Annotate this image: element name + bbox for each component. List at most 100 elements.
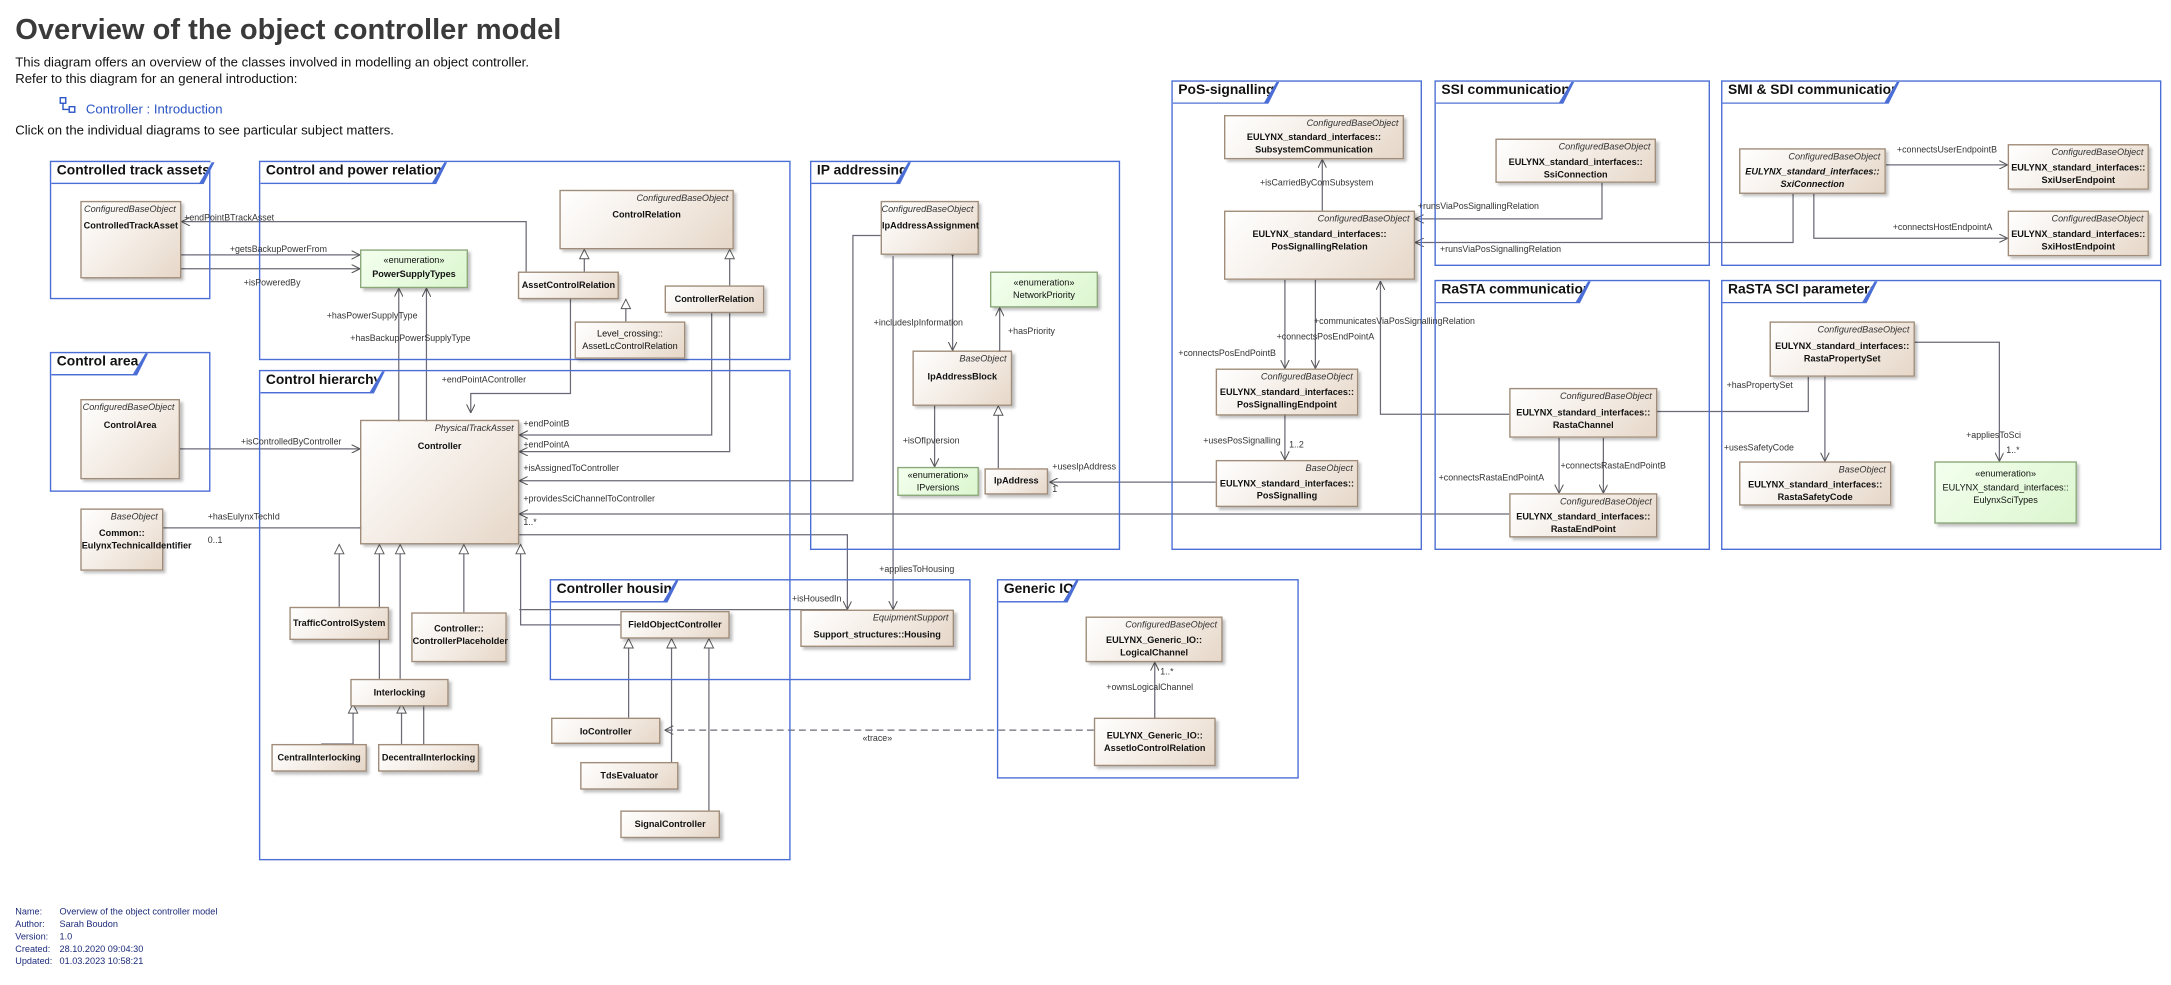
class-rasta-end-point[interactable]: ConfiguredBaseObject EULYNX_standard_int… (1509, 493, 1658, 538)
frame-generic-io[interactable]: Generic IO (996, 579, 1299, 779)
label-endpointacontroller: +endPointAController (441, 375, 527, 386)
class-logical-channel[interactable]: ConfiguredBaseObject EULYNX_Generic_IO::… (1085, 616, 1223, 663)
intro-text: This diagram offers an overview of the c… (15, 55, 529, 71)
frame-control-area[interactable]: Control area (49, 351, 211, 492)
frame-ip-addressing[interactable]: IP addressing (809, 160, 1121, 551)
class-housing[interactable]: EquipmentSupport Support_structures::Hou… (800, 609, 954, 647)
class-common-eulynx-technical-identifier[interactable]: BaseObject Common:: EulynxTechnicalIdent… (80, 508, 192, 571)
frame-control-hierarchy[interactable]: Control hierarchy (258, 369, 791, 861)
class-eulynx-sci-types[interactable]: «enumeration» EULYNX_standard_interfaces… (1934, 461, 2077, 524)
label-getsbackuppowerfrom: +getsBackupPowerFrom (229, 245, 327, 255)
label-usessafetycode: +usesSafetyCode (1723, 443, 1794, 454)
label-endpointb-trackasset: +endPointBTrackAsset (184, 213, 275, 224)
frame-pos-signalling[interactable]: PoS-signalling (1171, 80, 1422, 551)
label-appliestosci: +appliesToSci (1966, 430, 2021, 441)
label-trace: «trace» (862, 734, 893, 744)
label-connectsposendpointb: +connectsPosEndPointB (1178, 349, 1276, 359)
label-connectsrastaendpointa: +connectsRastaEndPointA (1438, 473, 1545, 484)
class-controller-relation[interactable]: ControllerRelation (664, 285, 765, 314)
label-includesipinformation: +includesIpInformation (873, 318, 963, 329)
class-asset-control-relation[interactable]: AssetControlRelation (517, 271, 619, 300)
label-endpointa: +endPointA (523, 440, 570, 451)
frame-ssi-communication[interactable]: SSI communication (1434, 80, 1710, 266)
class-network-priority[interactable]: «enumeration» NetworkPriority (989, 271, 1098, 308)
class-power-supply-types[interactable]: «enumeration» PowerSupplyTypes (359, 249, 468, 289)
label-mult-1-2: 1..2 (1289, 440, 1304, 451)
label-connectsrastaendpointb: +connectsRastaEndPointB (1560, 461, 1666, 472)
class-rasta-property-set[interactable]: ConfiguredBaseObject EULYNX_standard_int… (1769, 321, 1915, 377)
label-ishousedin: +isHousedIn (791, 594, 842, 605)
frame-controller-housing[interactable]: Controller housing (549, 579, 971, 681)
label-usespossignalling: +usesPosSignalling (1203, 436, 1281, 447)
intro-text-2: Refer to this diagram for an general int… (15, 72, 298, 88)
label-mult-sci: 1..* (2006, 446, 2020, 456)
class-control-area[interactable]: ConfiguredBaseObject ControlArea (80, 398, 180, 480)
frame-rasta-sci-parameters[interactable]: RaSTA SCI parameters (1721, 279, 2162, 551)
class-pos-signalling-relation[interactable]: ConfiguredBaseObject EULYNX_standard_int… (1223, 210, 1416, 280)
class-subsystem-communication[interactable]: ConfiguredBaseObject EULYNX_standard_int… (1223, 114, 1404, 160)
class-signal-controller[interactable]: SignalController (620, 810, 720, 839)
class-decentral-interlocking[interactable]: DecentralInterlocking (377, 743, 480, 772)
class-rasta-safety-code[interactable]: BaseObject EULYNX_standard_interfaces:: … (1739, 461, 1892, 506)
class-sxi-user-endpoint[interactable]: ConfiguredBaseObject EULYNX_standard_int… (2007, 144, 2149, 190)
class-ip-address[interactable]: IpAddress (984, 468, 1049, 495)
frame-rasta-communication[interactable]: RaSTA communication (1434, 279, 1710, 551)
class-level-crossing[interactable]: Level_crossing:: AssetLcControlRelation (574, 321, 686, 359)
class-ssi-connection[interactable]: ConfiguredBaseObject EULYNX_standard_int… (1495, 138, 1656, 183)
label-iscontrolledbycontroller: +isControlledByController (240, 437, 342, 448)
label-isassignedtocontroller: +isAssignedToController (523, 464, 620, 474)
label-mult-1: 1 (1052, 484, 1058, 495)
instruction-text: Click on the individual diagrams to see … (15, 123, 394, 139)
class-sxi-host-endpoint[interactable]: ConfiguredBaseObject EULYNX_standard_int… (2007, 210, 2149, 257)
class-rasta-channel[interactable]: ConfiguredBaseObject EULYNX_standard_int… (1509, 387, 1658, 438)
class-ip-address-assignment[interactable]: ConfiguredBaseObject IpAddressAssignment (880, 200, 979, 255)
meta-name: Name:Overview of the object controller m… (15, 907, 218, 918)
class-controller-placeholder[interactable]: Controller:: ControllerPlaceholder (411, 612, 508, 663)
label-connectsuserendpointb: +connectsUserEndpointB (1896, 145, 1998, 156)
class-asset-io-control-relation[interactable]: EULYNX_Generic_IO:: AssetIoControlRelati… (1093, 717, 1216, 767)
label-isofipversion: +isOfIpversion (902, 436, 960, 447)
frame-smi-sdi-communication[interactable]: SMI & SDI communication (1721, 80, 2162, 266)
label-runsviapos-2: +runsViaPosSignallingRelation (1439, 245, 1562, 255)
label-connectsposendpointa: +connectsPosEndPointA (1276, 332, 1375, 343)
class-controller[interactable]: PhysicalTrackAsset Controller (359, 419, 520, 545)
class-pos-signalling[interactable]: BaseObject EULYNX_standard_interfaces:: … (1215, 459, 1359, 508)
meta-created: Created:28.10.2020 09:04:30 (15, 944, 144, 955)
frame-control-power-relation[interactable]: Control and power relation (258, 160, 791, 361)
class-tds-evaluator[interactable]: TdsEvaluator (580, 761, 679, 790)
label-usesipaddress: +usesIpAddress (1052, 462, 1117, 473)
page-title: Overview of the object controller model (15, 13, 562, 46)
label-runsviapos-1: +runsViaPosSignallingRelation (1417, 202, 1539, 212)
class-pos-signalling-endpoint[interactable]: ConfiguredBaseObject EULYNX_standard_int… (1215, 368, 1359, 416)
class-field-object-controller[interactable]: FieldObjectController (620, 610, 730, 639)
class-ip-address-block[interactable]: BaseObject IpAddressBlock (912, 350, 1013, 406)
label-communicatesvia: +communicatesViaPosSignallingRelation (1313, 317, 1475, 327)
class-sxi-connection[interactable]: ConfiguredBaseObject EULYNX_standard_int… (1739, 148, 1886, 194)
class-ipversions[interactable]: «enumeration» IPversions (897, 466, 979, 496)
label-connectshostendpointa: +connectsHostEndpointA (1892, 223, 1993, 233)
label-mult-logical: 1..* (1160, 667, 1174, 678)
class-control-relation[interactable]: ConfiguredBaseObject ControlRelation (559, 189, 734, 250)
label-appliestohousing: +appliesToHousing (879, 565, 955, 575)
introduction-diagram-link[interactable]: Controller : Introduction (85, 102, 223, 118)
label-haspowersupplytype: +hasPowerSupplyType (326, 311, 418, 322)
class-interlocking[interactable]: Interlocking (350, 678, 449, 707)
meta-version: Version:1.0 (15, 932, 73, 943)
class-controlled-track-asset[interactable]: ConfiguredBaseObject ControlledTrackAsse… (80, 200, 182, 279)
class-io-controller[interactable]: IoController (551, 717, 661, 744)
label-providessci: +providesSciChannelToController (523, 494, 655, 505)
label-haspriority: +hasPriority (1007, 326, 1055, 337)
label-haspropertyset: +hasPropertySet (1726, 380, 1793, 391)
diagram-icon (59, 96, 76, 113)
frame-controlled-track-assets[interactable]: Controlled track assets (49, 160, 211, 300)
class-central-interlocking[interactable]: CentralInterlocking (271, 743, 367, 772)
label-mult-1-star: 1..* (523, 518, 537, 528)
label-iscarriedbycomsubsystem: +isCarriedByComSubsystem (1259, 178, 1374, 189)
label-haseulynxtechid: +hasEulynxTechId (207, 512, 280, 523)
label-mult-0-1: 0..1 (207, 536, 223, 546)
meta-updated: Updated:01.03.2023 10:58:21 (15, 957, 144, 968)
label-ownslogicalchannel: +ownsLogicalChannel (1106, 683, 1194, 693)
label-endpointb: +endPointB (523, 419, 570, 430)
class-traffic-control-system[interactable]: TrafficControlSystem (289, 606, 390, 641)
